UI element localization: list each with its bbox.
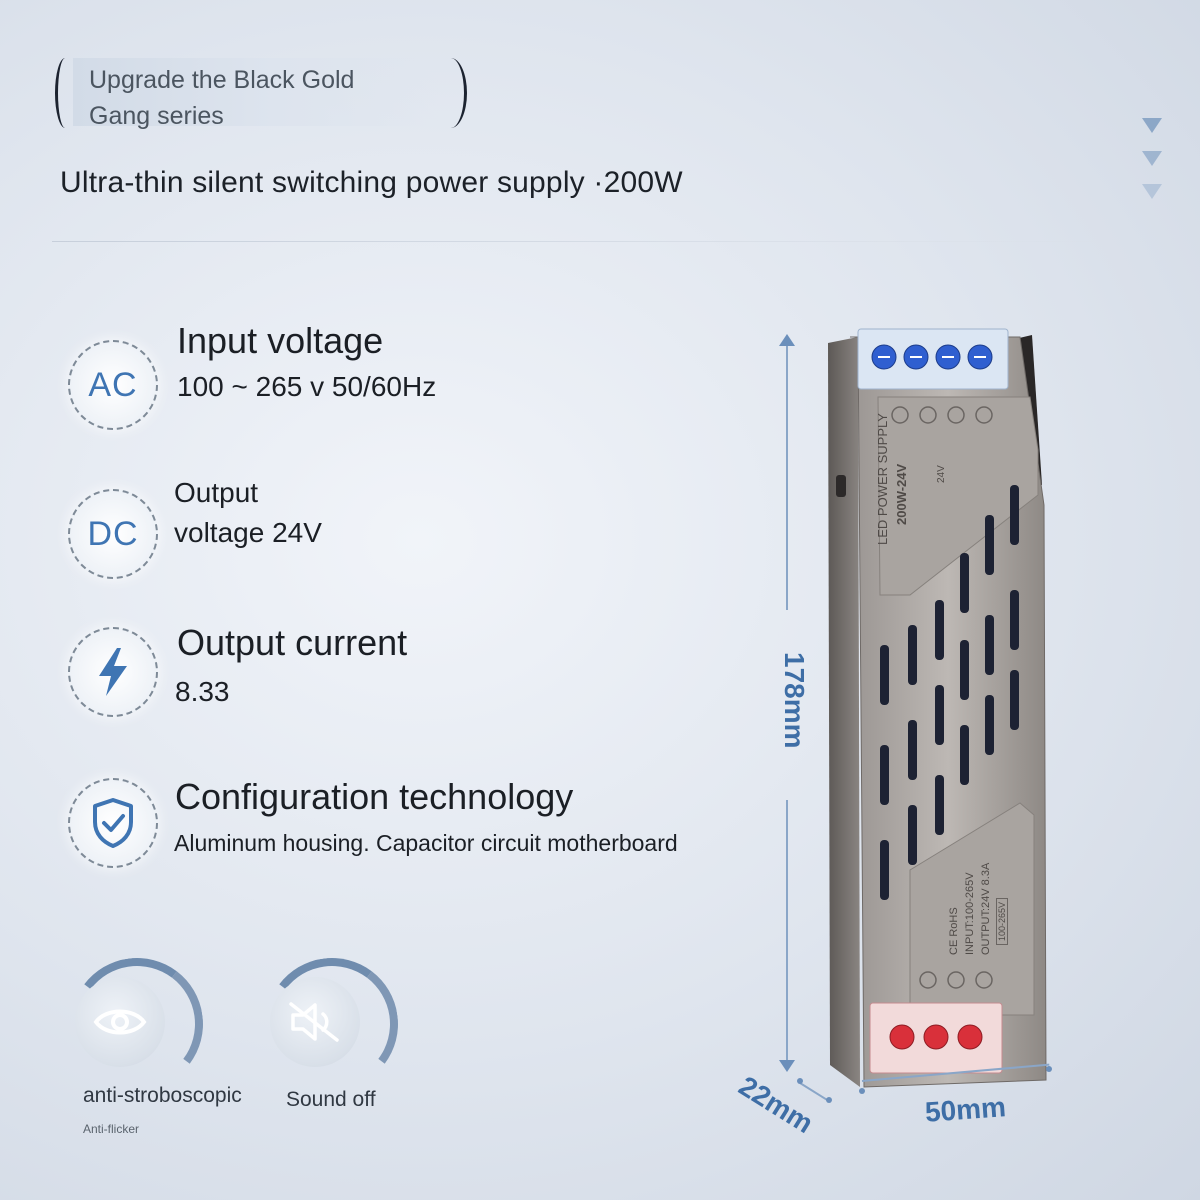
- feature-title-configuration: Configuration technology: [175, 776, 574, 817]
- product-label-top: LED POWER SUPPLY: [875, 413, 890, 545]
- left-bracket-decoration: [55, 58, 72, 128]
- product-subtitle: Ultra-thin silent switching power supply…: [60, 166, 683, 199]
- speaker-mute-icon: [270, 977, 360, 1067]
- dimension-dot: [826, 1097, 832, 1103]
- dc-icon: DC: [68, 489, 158, 579]
- shield-check-icon: [68, 778, 158, 868]
- badge-label-sound-off: Sound off: [286, 1088, 376, 1111]
- height-dimension-line: [786, 340, 788, 610]
- feature-title-output-current: Output current: [177, 622, 408, 663]
- triangle-down-icon: [1142, 151, 1162, 166]
- height-dimension-label: 178mm: [779, 652, 810, 749]
- badge-label-anti-stroboscopic: anti-stroboscopic: [83, 1084, 242, 1107]
- power-supply-image: LED POWER SUPPLY 200W-24V 24V CE RoHS IN…: [820, 325, 1060, 1095]
- feature-detail-output: voltage 24V: [174, 517, 322, 548]
- feature-title-output: Output: [174, 477, 259, 508]
- width-dimension-label: 50mm: [923, 1091, 1007, 1128]
- dimension-dot: [1046, 1066, 1052, 1072]
- product-spec-line-2: INPUT:100-265V: [964, 872, 976, 955]
- banner-text: Upgrade the Black Gold Gang series: [89, 62, 354, 134]
- product-label-small: 24V: [936, 465, 947, 483]
- lightning-icon: [68, 627, 158, 717]
- ac-icon: AC: [68, 340, 158, 430]
- series-banner: Upgrade the Black Gold Gang series: [55, 52, 470, 132]
- feature-detail-output-current: 8.33: [175, 676, 230, 707]
- triangle-down-icon: [1142, 118, 1162, 133]
- height-dimension-line: [786, 800, 788, 1065]
- feature-title-input-voltage: Input voltage: [177, 320, 384, 361]
- feature-detail-configuration: Aluminum housing. Capacitor circuit moth…: [174, 830, 678, 856]
- right-bracket-decoration: [440, 58, 467, 128]
- badge-sublabel-anti-flicker: Anti-flicker: [83, 1122, 140, 1136]
- header-divider: [52, 241, 1165, 242]
- arrow-up-icon: [779, 334, 795, 346]
- eye-icon: [75, 977, 165, 1067]
- dimension-dot: [797, 1078, 803, 1084]
- dimension-dot: [859, 1088, 865, 1094]
- depth-dimension-label: 22mm: [733, 1070, 819, 1140]
- product-spec-tag: 100-265V: [996, 897, 1008, 945]
- banner-line-2: Gang series: [89, 102, 224, 130]
- product-spec-line-3: OUTPUT:24V 8.3A: [980, 862, 992, 955]
- triangle-down-icon: [1142, 184, 1162, 199]
- banner-background: [73, 58, 438, 126]
- product-spec-line-1: CE RoHS: [948, 907, 960, 955]
- product-label-model: 200W-24V: [894, 463, 909, 525]
- banner-line-1: Upgrade the Black Gold: [89, 66, 355, 94]
- arrow-down-icon: [779, 1060, 795, 1072]
- feature-detail-input-voltage: 100 ~ 265 v 50/60Hz: [177, 371, 437, 402]
